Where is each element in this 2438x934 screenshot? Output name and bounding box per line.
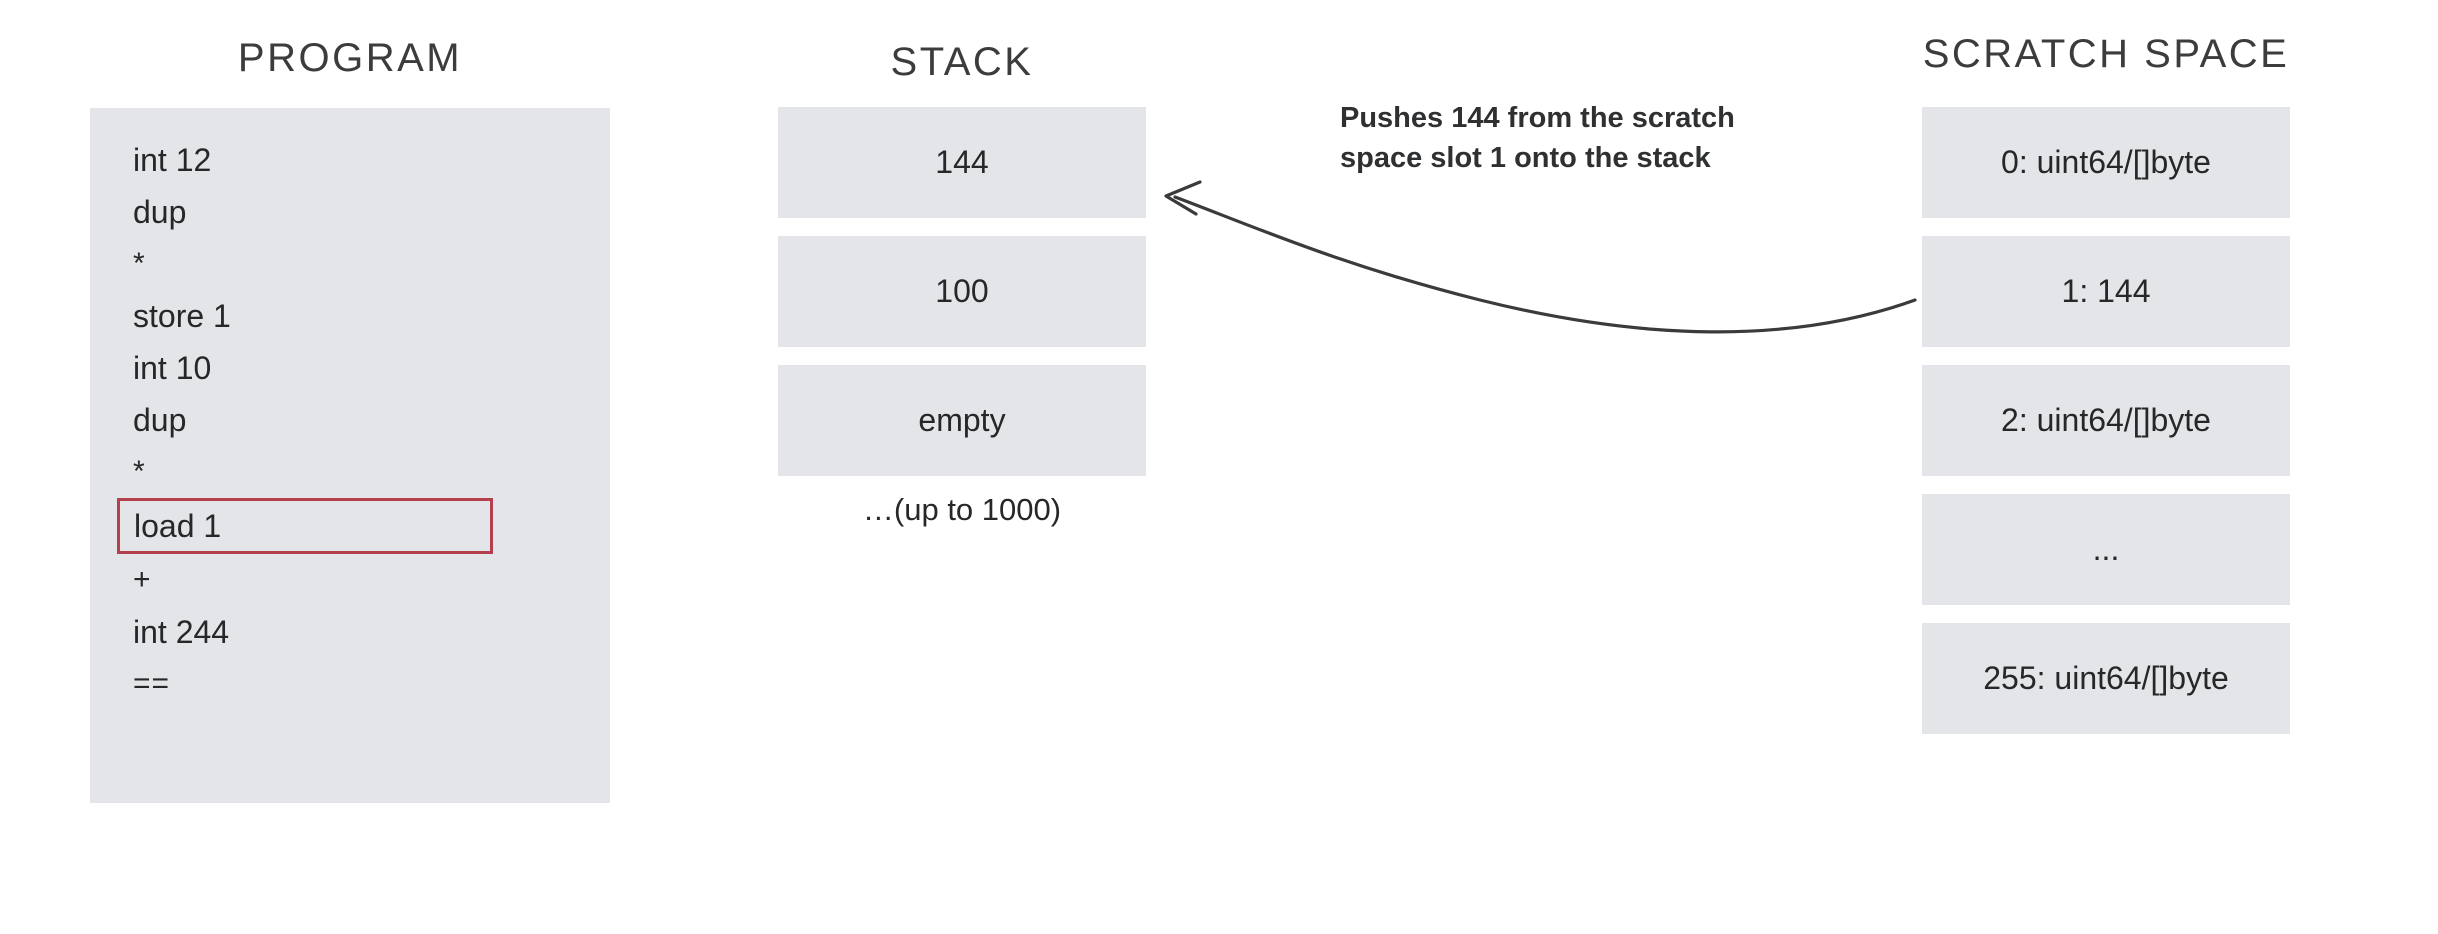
program-line: == bbox=[133, 667, 171, 700]
program-line: * bbox=[133, 455, 146, 488]
program-instruction-list: int 12 dup * store 1 int 10 dup * load 1… bbox=[117, 134, 575, 710]
arrowhead-icon bbox=[1164, 180, 1202, 216]
stack-slot: empty bbox=[778, 365, 1146, 476]
stack-overflow-note: …(up to 1000) bbox=[862, 492, 1062, 527]
program-line: int 244 bbox=[133, 614, 230, 650]
arrow-curve bbox=[1173, 195, 1917, 334]
stack-slot: 100 bbox=[778, 236, 1146, 347]
scratch-space-slot: 255: uint64/[]byte bbox=[1922, 623, 2290, 734]
program-panel: int 12 dup * store 1 int 10 dup * load 1… bbox=[90, 108, 610, 803]
program-line: dup bbox=[133, 402, 187, 438]
program-line: + bbox=[133, 563, 152, 596]
scratch-space-column-heading: SCRATCH SPACE bbox=[1922, 32, 2290, 76]
program-line: * bbox=[133, 247, 146, 280]
program-line-highlighted-load-1: load 1 bbox=[117, 498, 493, 554]
scratch-space-slot: 0: uint64/[]byte bbox=[1922, 107, 2290, 218]
program-column-heading: PROGRAM bbox=[237, 36, 463, 80]
program-line: int 12 bbox=[133, 142, 212, 178]
program-line: dup bbox=[133, 194, 187, 230]
stack-slot: 144 bbox=[778, 107, 1146, 218]
program-line: store 1 bbox=[133, 298, 231, 334]
program-line: int 10 bbox=[133, 350, 212, 386]
stack-column-heading: STACK bbox=[890, 40, 1034, 84]
scratch-space-slot: ... bbox=[1922, 494, 2290, 605]
scratch-space-slot: 2: uint64/[]byte bbox=[1922, 365, 2290, 476]
annotation-label: Pushes 144 from the scratch space slot 1… bbox=[1340, 102, 1735, 174]
scratch-space-slot: 1: 144 bbox=[1922, 236, 2290, 347]
